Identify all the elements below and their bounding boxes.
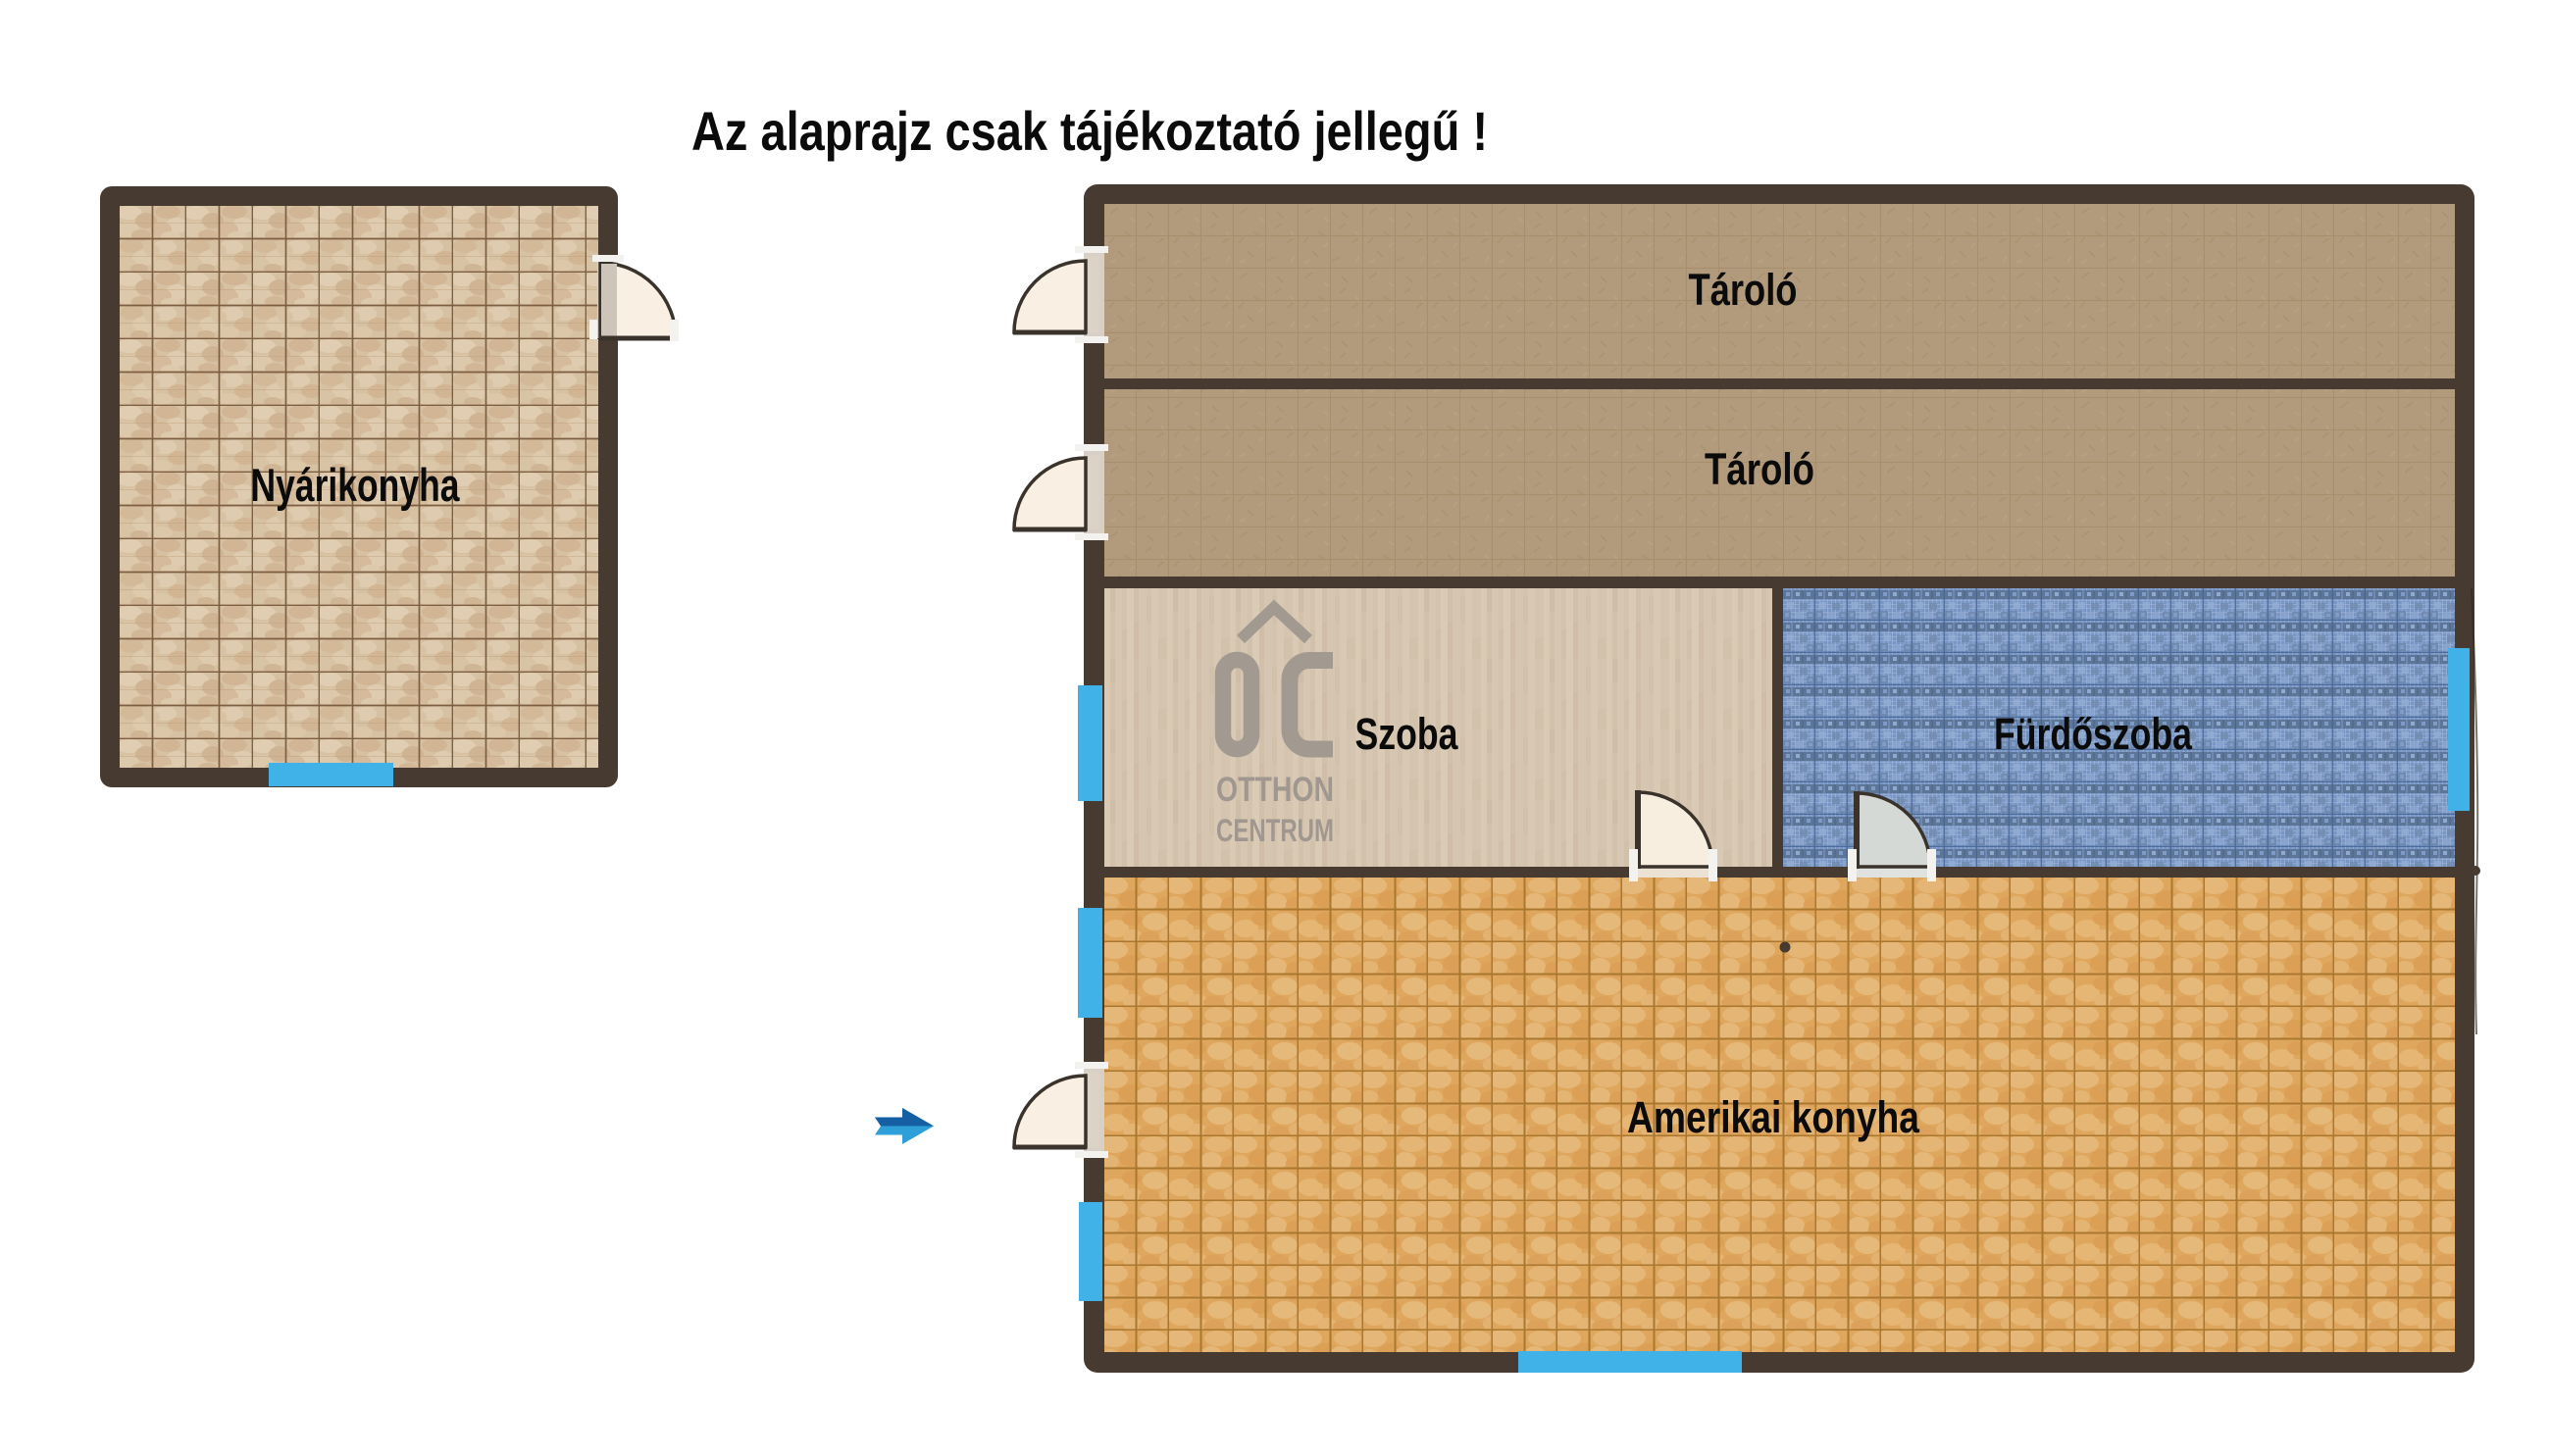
svg-text:CENTRUM: CENTRUM [1216,813,1334,848]
svg-text:Szoba: Szoba [1355,709,1459,759]
svg-text:Tároló: Tároló [1689,265,1798,315]
svg-text:Fürdőszoba: Fürdőszoba [1994,709,2193,759]
svg-text:Tároló: Tároló [1705,444,1814,494]
svg-text:OTTHON: OTTHON [1216,771,1334,809]
svg-text:Nyárikonyha: Nyárikonyha [251,459,461,511]
svg-text:Az alaprajz csak tájékoztató j: Az alaprajz csak tájékoztató jellegű ! [691,100,1488,162]
svg-text:Amerikai konyha: Amerikai konyha [1627,1092,1920,1142]
